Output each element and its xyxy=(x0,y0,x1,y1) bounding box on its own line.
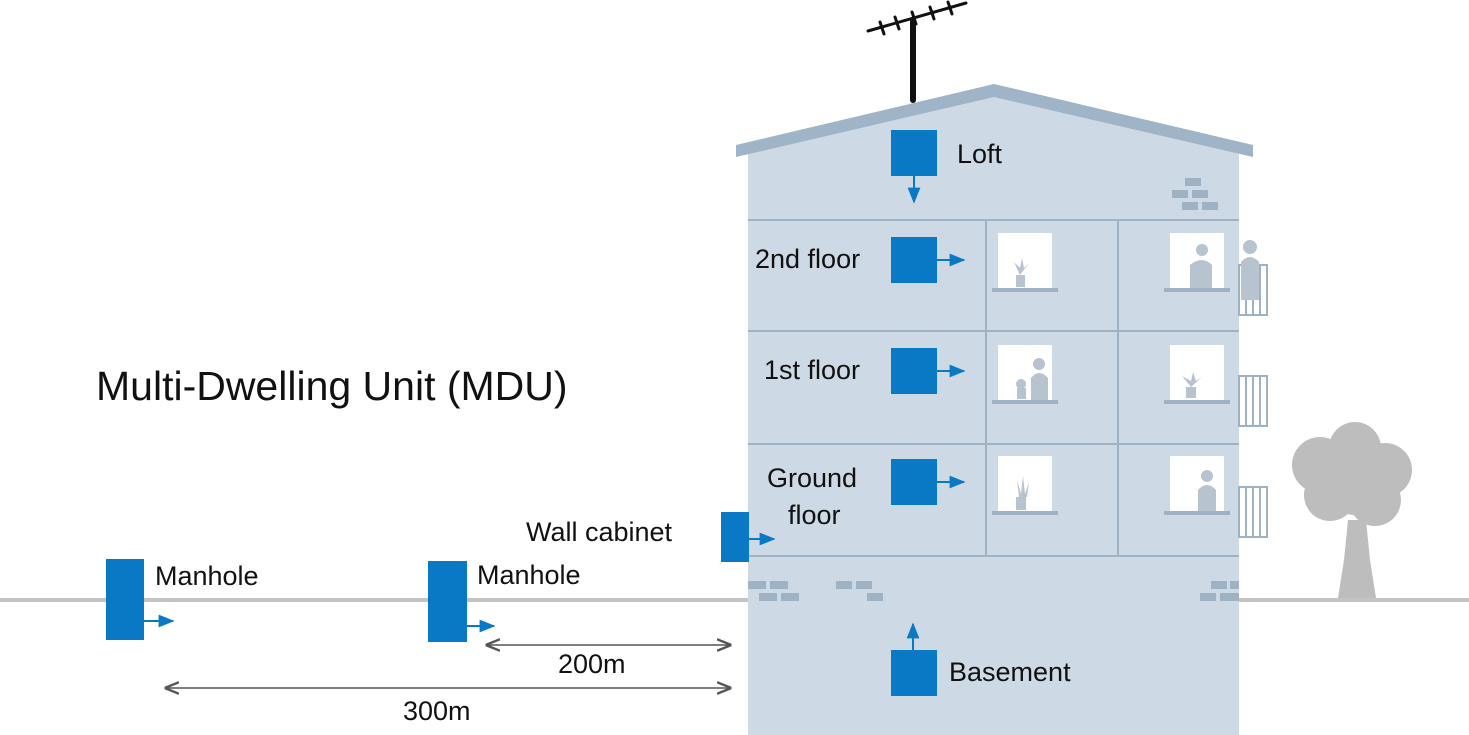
plant-icon xyxy=(1014,258,1029,287)
ground-floor-label-line2: floor xyxy=(788,500,841,530)
wall-cabinet-node xyxy=(721,512,749,562)
person-icon xyxy=(1198,470,1216,511)
diagram-title: Multi-Dwelling Unit (MDU) xyxy=(96,363,568,409)
plant-icon xyxy=(1016,476,1029,510)
loft-node xyxy=(891,130,937,176)
antenna-icon xyxy=(866,0,968,103)
balcony-icon xyxy=(1238,264,1268,538)
plant-icon xyxy=(1016,379,1026,399)
manhole-1-node xyxy=(106,559,144,640)
tree-icon xyxy=(1292,422,1412,598)
plant-icon xyxy=(1182,372,1202,398)
first-floor-node xyxy=(891,348,937,394)
wall-cabinet-label: Wall cabinet xyxy=(526,517,673,547)
window xyxy=(992,345,1058,404)
loft-label: Loft xyxy=(957,139,1003,169)
ground-floor-node xyxy=(891,459,937,505)
person-icon xyxy=(1241,240,1259,300)
window xyxy=(992,233,1058,292)
window xyxy=(1164,456,1230,515)
nodes xyxy=(106,130,966,696)
brick-icon xyxy=(748,178,1239,601)
building xyxy=(748,97,1239,735)
windows xyxy=(992,233,1230,515)
basement-node xyxy=(891,650,937,696)
person-icon xyxy=(1190,244,1212,288)
basement-label: Basement xyxy=(949,657,1071,687)
manhole-2-label: Manhole xyxy=(477,560,581,590)
window xyxy=(1164,233,1230,292)
distance-label-300m: 300m xyxy=(403,696,471,726)
window xyxy=(992,456,1058,515)
manhole-1-label: Manhole xyxy=(155,561,259,591)
ground-floor-label-line1: Ground xyxy=(767,463,857,493)
distance-label-200m: 200m xyxy=(558,649,626,679)
second-floor-label: 2nd floor xyxy=(755,244,860,274)
person-icon xyxy=(1031,358,1048,400)
window xyxy=(1164,345,1230,404)
second-floor-node xyxy=(891,237,937,283)
manhole-2-node xyxy=(428,561,467,642)
first-floor-label: 1st floor xyxy=(764,355,860,385)
floor-dividers xyxy=(748,219,1239,557)
